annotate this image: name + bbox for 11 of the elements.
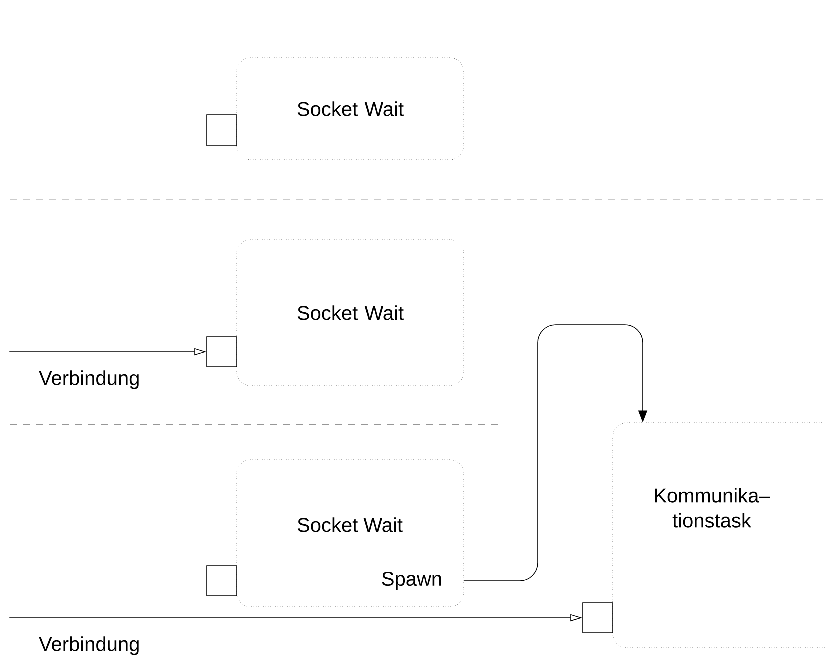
arrow xyxy=(464,324,648,582)
port-square xyxy=(206,114,238,146)
process-box: Socket Wait Spawn xyxy=(236,460,464,608)
port-square xyxy=(582,602,614,634)
edge-label: Verbindung xyxy=(39,636,139,656)
port-square xyxy=(206,336,238,368)
port-square xyxy=(206,566,238,596)
task-box: Kommunika– tionstask xyxy=(612,422,825,648)
edge-label: Verbindung xyxy=(39,370,139,390)
process-box: Socket Wait xyxy=(236,240,464,386)
process-box: Socket Wait xyxy=(236,58,464,160)
